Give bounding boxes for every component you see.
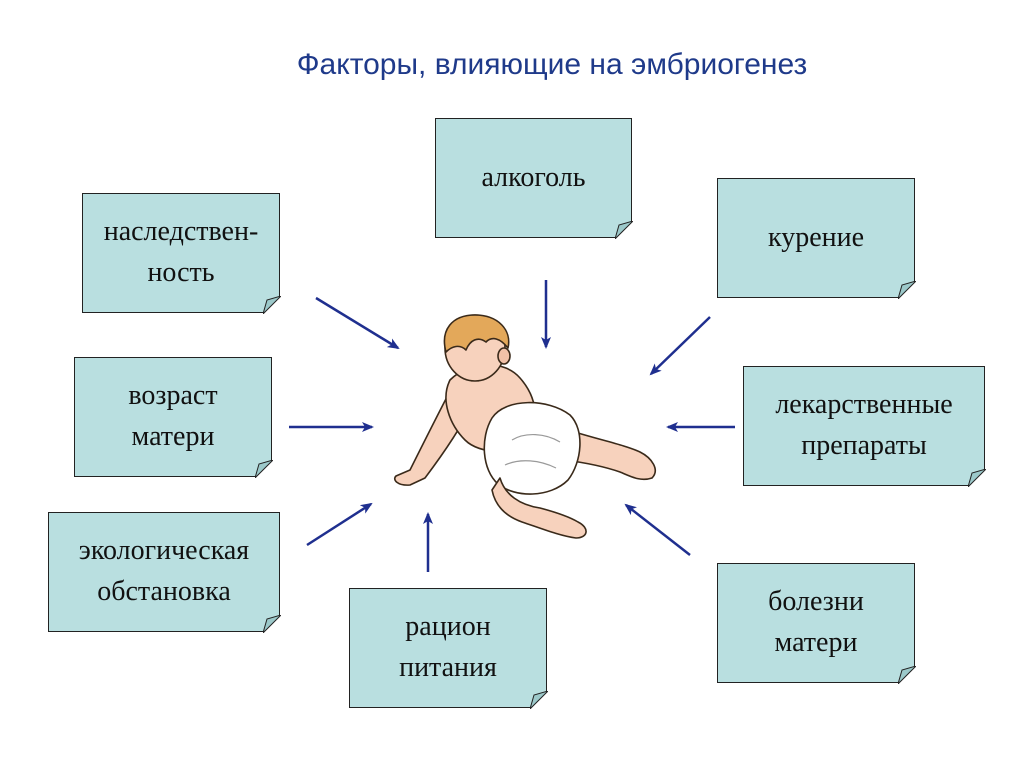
factor-ecology-line-2: обстановка xyxy=(97,576,231,607)
factor-medications-line-2: препараты xyxy=(801,430,927,461)
factor-heredity: наследствен- ность xyxy=(82,193,281,314)
factor-medications: лекарственные препараты xyxy=(743,366,986,487)
factor-ecology: экологическая обстановка xyxy=(48,512,281,633)
baby-illustration xyxy=(394,314,656,539)
baby-hair xyxy=(443,314,510,353)
factor-heredity-line-2: ность xyxy=(147,257,215,288)
arrow-from-smoking xyxy=(649,316,711,376)
page-title: Факторы, влияющие на эмбриогенез xyxy=(296,48,808,81)
arrow-from-heredity xyxy=(315,296,400,350)
factor-diet-line-2: питания xyxy=(399,652,497,683)
factor-mother-diseases-line-2: матери xyxy=(774,627,858,658)
baby-diaper xyxy=(483,401,581,495)
baby-leg-left xyxy=(491,477,587,539)
factor-mother-age-line-1: возраст xyxy=(128,380,218,412)
baby-ear xyxy=(497,347,511,365)
factor-mother-age: возраст матери xyxy=(74,357,273,478)
factor-smoking-line-1: курение xyxy=(767,221,865,253)
arrow-from-ecology xyxy=(306,502,373,547)
factor-medications-line-1: лекарственные xyxy=(775,389,953,421)
factor-diet-line-1: рацион xyxy=(405,611,491,643)
factor-mother-age-line-2: матери xyxy=(131,421,215,452)
arrows xyxy=(289,280,735,572)
factor-diet: рацион питания xyxy=(349,588,548,709)
arrow-from-mother-diseases xyxy=(624,503,691,556)
factor-ecology-line-1: экологическая xyxy=(78,535,250,567)
factor-mother-diseases-line-1: болезни xyxy=(768,586,864,618)
factor-heredity-line-1: наследствен- xyxy=(103,216,259,248)
factor-mother-diseases: болезни матери xyxy=(717,563,916,684)
baby-leg-right xyxy=(564,429,656,481)
factor-alcohol-line-1: алкоголь xyxy=(481,161,586,193)
